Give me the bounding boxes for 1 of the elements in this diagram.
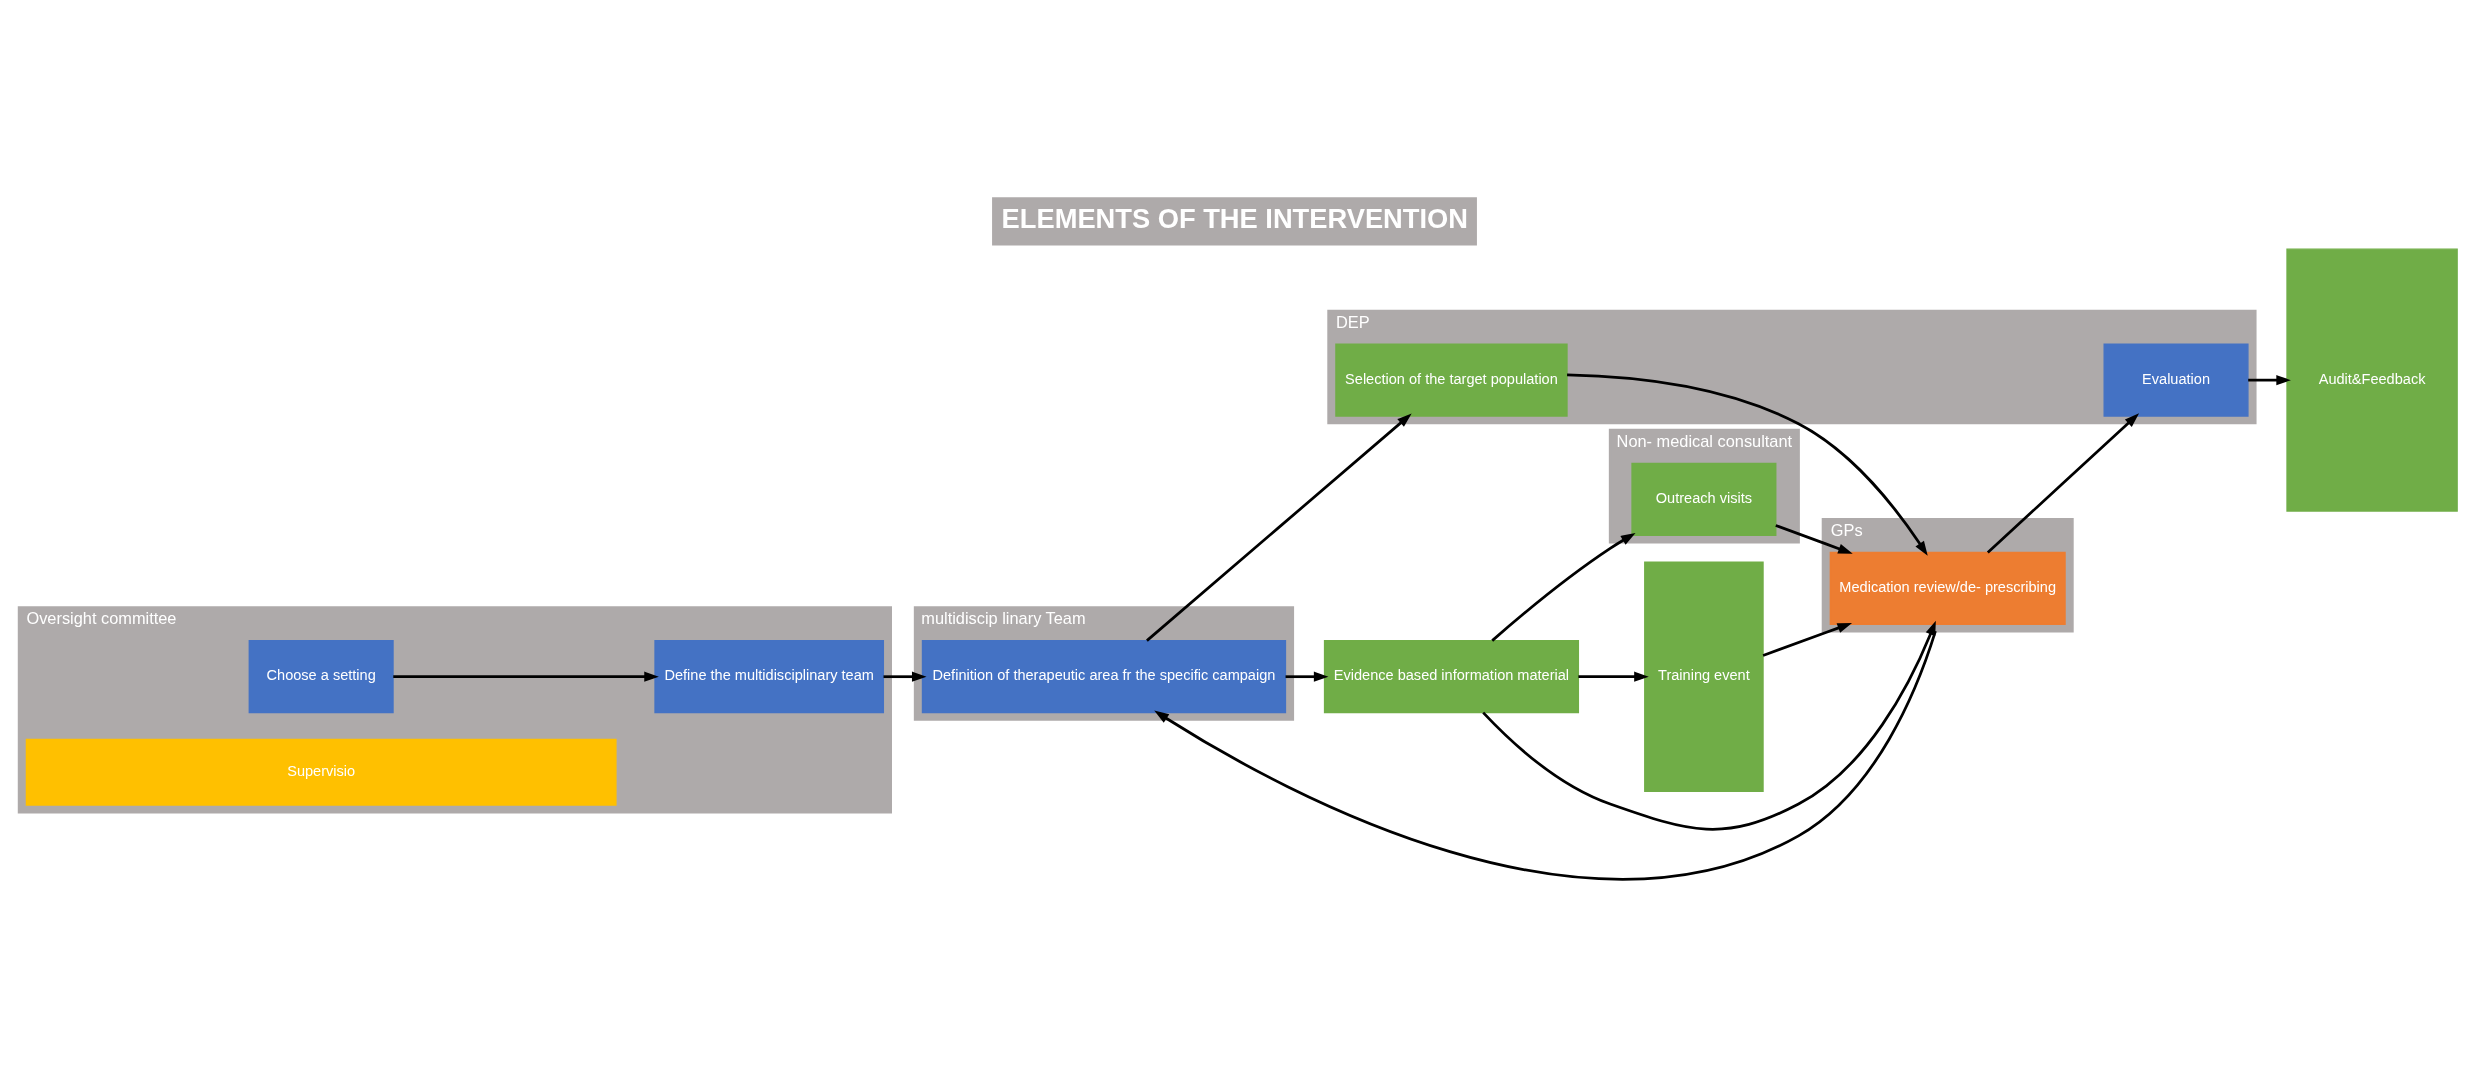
diagram-title: ELEMENTS OF THE INTERVENTION xyxy=(1001,202,1468,234)
